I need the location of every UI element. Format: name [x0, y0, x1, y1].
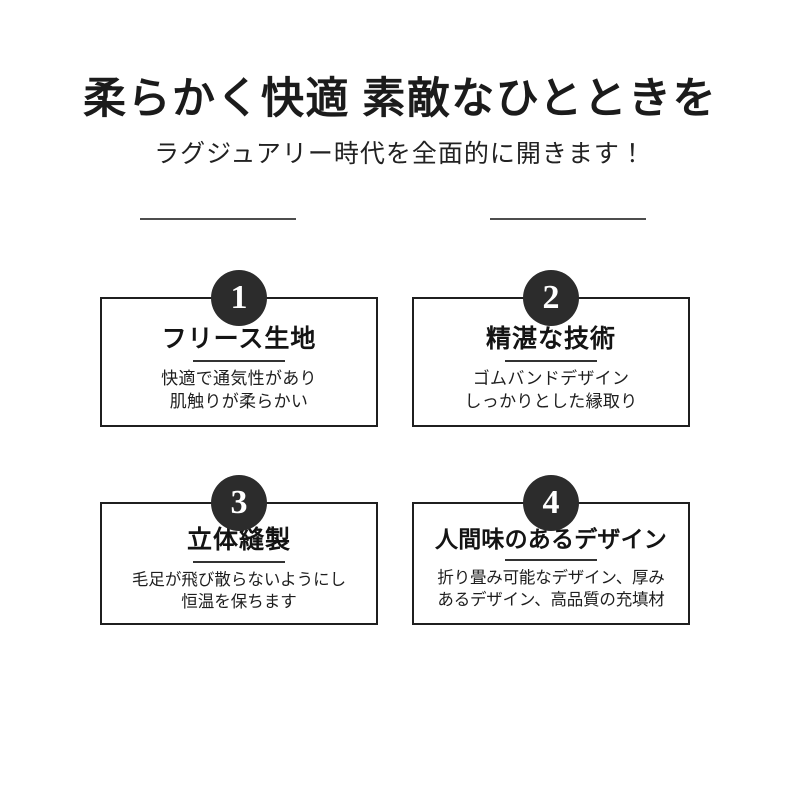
- header-block: 柔らかく快適 素敵なひとときを ラグジュアリー時代を全面的に開きます！: [0, 0, 800, 169]
- feature-title-divider-1: [193, 360, 285, 363]
- feature-description-3-line-1: 毛足が飛び散らないようにし: [131, 570, 347, 590]
- feature-card-body-3: 立体縫製 毛足が飛び散らないようにし 恒温を保ちます: [102, 504, 376, 613]
- feature-card-4: 4 人間味のあるデザイン 折り畳み可能なデザイン、厚み あるデザイン、高品質の充…: [412, 475, 690, 625]
- feature-description-2-line-1: ゴムバンドデザイン: [472, 369, 630, 389]
- feature-title-1: フリース生地: [161, 326, 317, 353]
- feature-number-badge-2: 2: [523, 270, 579, 326]
- feature-row-bottom: 3 立体縫製 毛足が飛び散らないようにし 恒温を保ちます 4 人間味のあるデザイ…: [100, 475, 690, 625]
- feature-number-badge-3: 3: [211, 475, 267, 531]
- feature-title-2: 精湛な技術: [485, 326, 616, 353]
- feature-description-2-line-2: しっかりとした縁取り: [464, 391, 638, 411]
- feature-description-1-line-2: 肌触りが柔らかい: [169, 391, 309, 411]
- feature-card-1: 1 フリース生地 快適で通気性があり 肌触りが柔らかい: [100, 270, 378, 427]
- feature-title-divider-4: [505, 559, 597, 562]
- page-headline: 柔らかく快適 素敵なひとときを: [83, 76, 717, 123]
- feature-description-2: ゴムバンドデザイン しっかりとした縁取り: [414, 368, 688, 413]
- feature-card-body-2: 精湛な技術 ゴムバンドデザイン しっかりとした縁取り: [414, 299, 688, 413]
- feature-title-3: 立体縫製: [186, 527, 291, 554]
- feature-card-2: 2 精湛な技術 ゴムバンドデザイン しっかりとした縁取り: [412, 270, 690, 427]
- feature-title-divider-2: [505, 360, 597, 363]
- feature-title-divider-3: [193, 561, 285, 564]
- header-divider-group: [0, 218, 800, 221]
- feature-description-3-line-2: 恒温を保ちます: [181, 592, 297, 612]
- feature-description-4: 折り畳み可能なデザイン、厚み あるデザイン、高品質の充填材: [414, 567, 688, 611]
- feature-number-badge-1: 1: [211, 270, 267, 326]
- feature-row-top: 1 フリース生地 快適で通気性があり 肌触りが柔らかい 2 精湛な技術 ゴムバ: [100, 270, 690, 427]
- feature-description-1-line-1: 快適で通気性があり: [161, 369, 317, 389]
- feature-card-body-4: 人間味のあるデザイン 折り畳み可能なデザイン、厚み あるデザイン、高品質の充填材: [414, 504, 688, 611]
- feature-description-4-line-2: あるデザイン、高品質の充填材: [437, 589, 665, 609]
- feature-title-4: 人間味のあるデザイン: [435, 527, 667, 552]
- feature-card-body-1: フリース生地 快適で通気性があり 肌触りが柔らかい: [102, 299, 376, 413]
- feature-card-grid: 1 フリース生地 快適で通気性があり 肌触りが柔らかい 2 精湛な技術 ゴムバ: [100, 270, 690, 625]
- divider-line-right: [490, 218, 646, 220]
- feature-description-1: 快適で通気性があり 肌触りが柔らかい: [102, 368, 376, 413]
- page-subheadline: ラグジュアリー時代を全面的に開きます！: [154, 141, 646, 169]
- feature-card-3: 3 立体縫製 毛足が飛び散らないようにし 恒温を保ちます: [100, 475, 378, 625]
- feature-description-4-line-1: 折り畳み可能なデザイン、厚み: [437, 568, 665, 588]
- feature-description-3: 毛足が飛び散らないようにし 恒温を保ちます: [102, 569, 376, 613]
- feature-number-badge-4: 4: [523, 475, 579, 531]
- divider-line-left: [140, 218, 296, 220]
